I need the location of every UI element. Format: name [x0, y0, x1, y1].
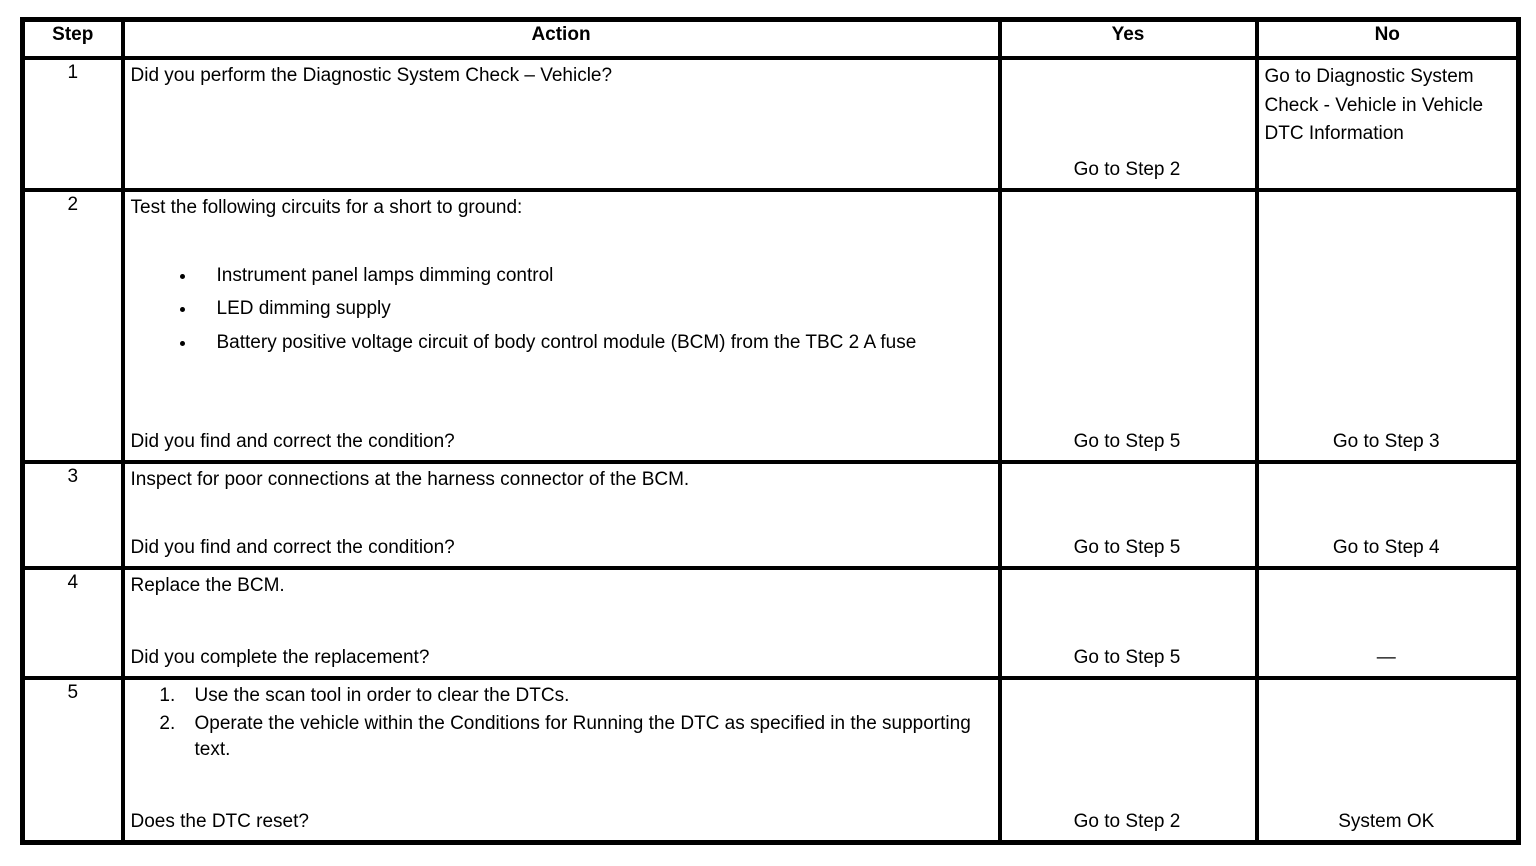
step-number: 4 [20, 566, 125, 680]
no-answer: System OK [1338, 810, 1435, 832]
numbered-item: Use the scan tool in order to clear the … [181, 683, 990, 709]
no-cell: Go to Step 4 [1254, 460, 1521, 570]
action-question: Did you find and correct the condition? [130, 536, 455, 558]
table-row: 2 Test the following circuits for a shor… [20, 188, 1521, 464]
no-answer: Go to Step 4 [1332, 536, 1440, 558]
table-row: 3 Inspect for poor connections at the ha… [20, 460, 1521, 570]
dtc-diagnostic-table: Step Action Yes No 1 Did you perform the… [20, 17, 1521, 845]
action-cell: Did you perform the Diagnostic System Ch… [120, 56, 1002, 192]
step-number: 2 [20, 188, 125, 464]
step-number: 5 [20, 676, 125, 845]
column-header-no: No [1254, 17, 1521, 60]
action-numbered-list: Use the scan tool in order to clear the … [131, 683, 990, 766]
column-header-yes: Yes [997, 17, 1259, 60]
column-header-step: Step [20, 17, 125, 60]
yes-answer: Go to Step 2 [1073, 810, 1181, 832]
table-row: 5 Use the scan tool in order to clear th… [20, 676, 1521, 845]
table-row: 1 Did you perform the Diagnostic System … [20, 56, 1521, 192]
action-cell: Test the following circuits for a short … [120, 188, 1002, 464]
action-bullet-list: Instrument panel lamps dimming control L… [131, 263, 990, 363]
header-row: Step Action Yes No [20, 17, 1521, 60]
action-intro: Inspect for poor connections at the harn… [130, 469, 690, 490]
no-cell: System OK [1254, 676, 1521, 845]
action-intro: Replace the BCM. [130, 575, 285, 596]
action-question: Does the DTC reset? [130, 810, 309, 832]
yes-answer: Go to Step 5 [1073, 646, 1181, 668]
action-intro: Test the following circuits for a short … [130, 197, 523, 218]
bullet-item: Battery positive voltage circuit of body… [197, 330, 990, 356]
yes-answer: Go to Step 5 [1073, 536, 1181, 558]
action-question: Did you complete the replacement? [130, 646, 430, 668]
action-cell: Inspect for poor connections at the harn… [120, 460, 1002, 570]
action-question: Did you find and correct the condition? [130, 430, 455, 452]
step-number: 3 [20, 460, 125, 570]
no-answer: — [1376, 646, 1396, 668]
no-answer: Go to Step 3 [1332, 430, 1440, 452]
no-answer: Go to Diagnostic System Check - Vehicle … [1264, 66, 1484, 144]
yes-cell: Go to Step 5 [997, 566, 1259, 680]
no-cell: Go to Diagnostic System Check - Vehicle … [1254, 56, 1521, 192]
yes-answer: Go to Step 5 [1073, 430, 1181, 452]
table-row: 4 Replace the BCM. Did you complete the … [20, 566, 1521, 680]
yes-cell: Go to Step 5 [997, 188, 1259, 464]
step-number: 1 [20, 56, 125, 192]
no-cell: Go to Step 3 [1254, 188, 1521, 464]
yes-cell: Go to Step 5 [997, 460, 1259, 570]
bullet-item: LED dimming supply [197, 296, 990, 322]
yes-answer: Go to Step 2 [1073, 158, 1181, 180]
action-intro: Did you perform the Diagnostic System Ch… [130, 65, 613, 86]
bullet-item: Instrument panel lamps dimming control [197, 263, 990, 289]
numbered-item: Operate the vehicle within the Condition… [181, 711, 990, 763]
column-header-action: Action [120, 17, 1002, 60]
action-cell: Replace the BCM. Did you complete the re… [120, 566, 1002, 680]
yes-cell: Go to Step 2 [997, 56, 1259, 192]
action-cell: Use the scan tool in order to clear the … [120, 676, 1002, 845]
yes-cell: Go to Step 2 [997, 676, 1259, 845]
no-cell: — [1254, 566, 1521, 680]
